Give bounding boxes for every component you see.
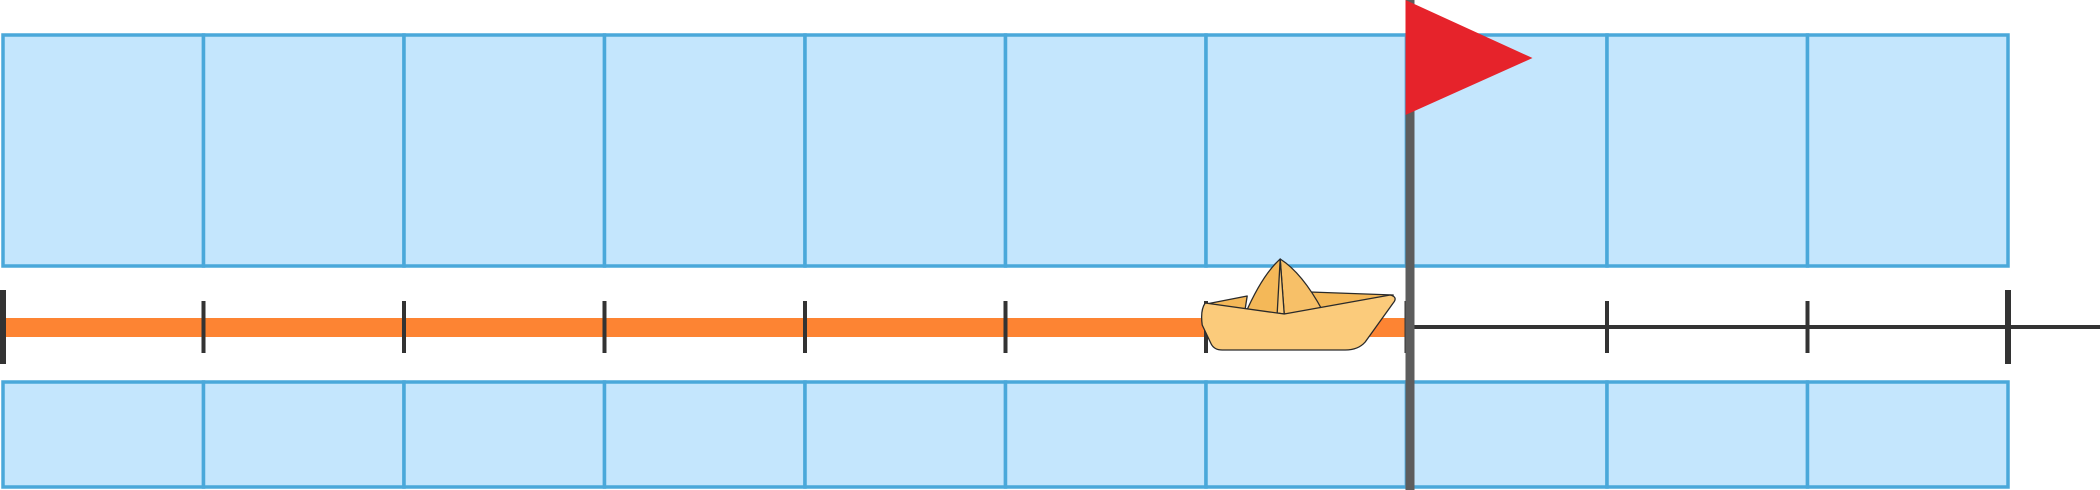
top-row-cell xyxy=(803,33,1008,268)
boat-hull xyxy=(1200,294,1396,351)
top-row-cell xyxy=(201,33,406,268)
bottom-row-cell xyxy=(1,380,206,489)
progress-bar xyxy=(0,318,1407,337)
flag-icon xyxy=(1405,0,1533,490)
bottom-row-cell xyxy=(803,380,1008,489)
flag-pole xyxy=(1405,0,1415,490)
bottom-row-cell xyxy=(1605,380,1810,489)
number-line xyxy=(0,290,2100,364)
bottom-row-cell xyxy=(1204,380,1409,489)
top-row-cell xyxy=(402,33,607,268)
top-row-cell xyxy=(602,33,807,268)
top-row-cell xyxy=(1003,33,1208,268)
top-row-cell xyxy=(1204,33,1409,268)
bottom-row-cell xyxy=(1404,380,1609,489)
top-row-cell xyxy=(1,33,206,268)
top-row-cell xyxy=(1605,33,1810,268)
flag-banner xyxy=(1405,0,1533,115)
top-cell-row xyxy=(1,33,2010,268)
bottom-cell-row xyxy=(1,380,2010,489)
top-row-cell xyxy=(1805,33,2010,268)
bottom-row-cell xyxy=(1003,380,1208,489)
bottom-row-cell xyxy=(201,380,406,489)
paper-boat-icon xyxy=(1200,258,1396,351)
bottom-row-cell xyxy=(1805,380,2010,489)
bottom-row-cell xyxy=(602,380,807,489)
bottom-row-cell xyxy=(402,380,607,489)
